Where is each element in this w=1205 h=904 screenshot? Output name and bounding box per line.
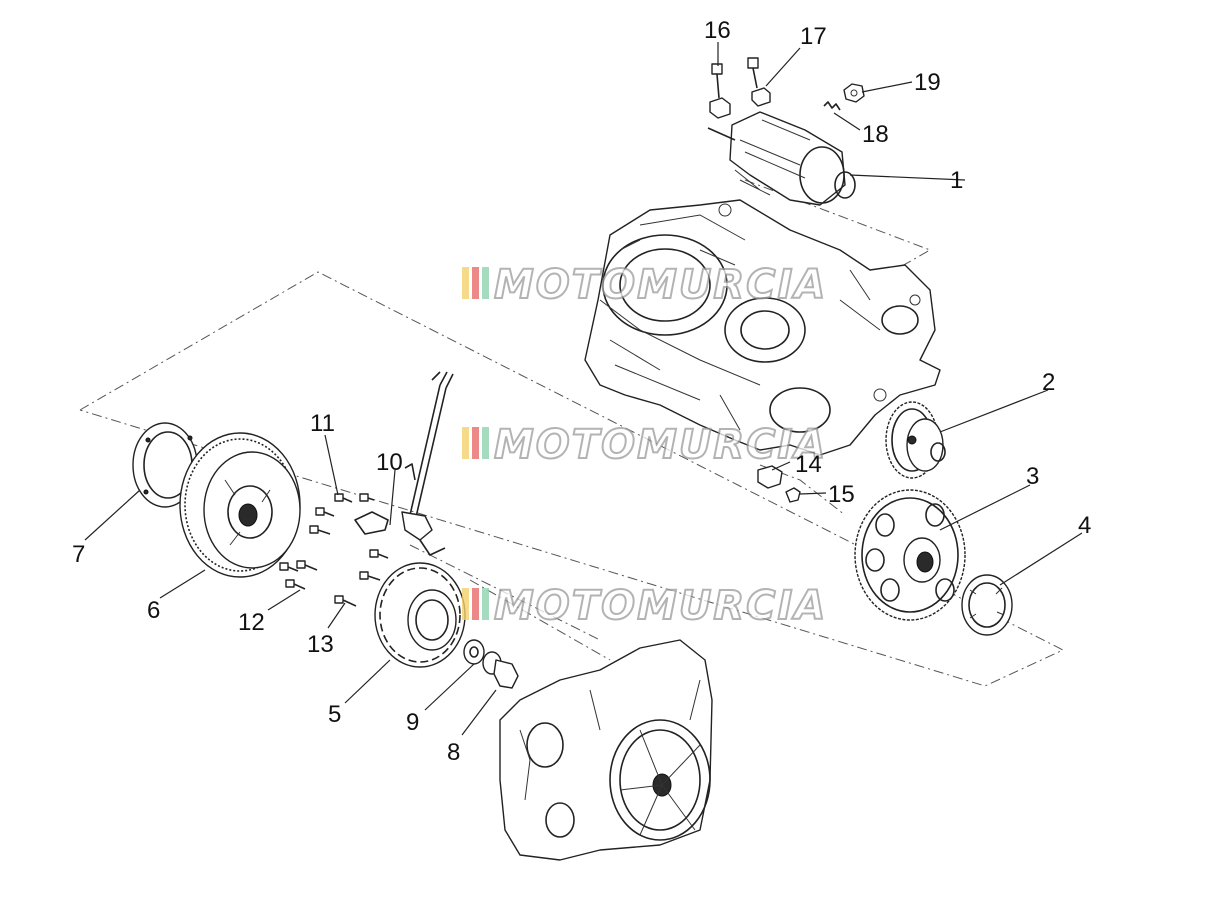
- callout-14: 14: [795, 451, 822, 478]
- watermark-2: MOTOMURCIA: [462, 421, 827, 469]
- callout-9: 9: [406, 709, 419, 736]
- crankcase-icon: [584, 199, 941, 456]
- screw-icon: [747, 57, 771, 107]
- reduction-gear-icon: [885, 401, 946, 479]
- callout-7: 7: [72, 541, 85, 568]
- watermark-stripe-2: [472, 267, 479, 299]
- sensor-icon: [757, 465, 783, 489]
- watermark-stripe-3: [482, 588, 489, 620]
- watermark-text: MOTOMURCIA: [494, 262, 827, 308]
- callout-4: 4: [1078, 512, 1091, 539]
- watermark-1: MOTOMURCIA: [462, 261, 827, 309]
- screw-icon: [369, 549, 389, 559]
- watermark-stripe-2: [472, 588, 479, 620]
- watermark-stripe-2: [472, 427, 479, 459]
- screw-icon: [709, 63, 731, 119]
- screw-group: [279, 493, 389, 607]
- callout-12: 12: [238, 609, 265, 636]
- leader-lines: [84, 42, 1083, 736]
- flange-bolt-icon: [482, 651, 519, 689]
- callout-8: 8: [447, 739, 460, 766]
- callout-2: 2: [1042, 369, 1055, 396]
- stator-icon: [374, 562, 466, 668]
- screw-icon: [285, 579, 306, 590]
- flange-bolt-icon: [785, 487, 801, 503]
- callout-1: 1: [950, 167, 963, 194]
- watermark-stripe-3: [482, 267, 489, 299]
- watermark-stripe-1: [462, 427, 469, 459]
- screw-icon: [334, 595, 357, 607]
- flywheel-rotor-icon: [179, 432, 301, 578]
- screw-icon: [296, 560, 318, 571]
- callout-18: 18: [862, 121, 889, 148]
- callout-15: 15: [828, 481, 855, 508]
- watermark-stripe-3: [482, 427, 489, 459]
- wiring-harness-icon: [354, 371, 454, 556]
- screw-icon: [359, 493, 375, 502]
- callout-11: 11: [310, 410, 335, 437]
- freewheel-icon: [961, 574, 1013, 636]
- callout-17: 17: [800, 23, 827, 50]
- callout-16: 16: [704, 17, 731, 44]
- screw-icon: [279, 562, 299, 572]
- screw-icon: [309, 525, 331, 535]
- watermark-text: MOTOMURCIA: [494, 422, 827, 468]
- watermark-text: MOTOMURCIA: [494, 583, 827, 629]
- callout-19: 19: [914, 69, 941, 96]
- callout-3: 3: [1026, 463, 1039, 490]
- callout-labels: 1 2 3 4 5 6 7 8 9 10 11 12 13 14 15 16 1…: [72, 17, 1091, 766]
- screw-icon: [359, 571, 381, 581]
- watermark-stripe-1: [462, 267, 469, 299]
- callout-13: 13: [307, 631, 334, 658]
- starter-motor-icon: [707, 111, 856, 206]
- screw-icon: [315, 507, 335, 517]
- callout-6: 6: [147, 597, 160, 624]
- callout-10: 10: [376, 449, 403, 476]
- watermark-3: MOTOMURCIA: [462, 582, 827, 630]
- spring-icon: [823, 101, 841, 111]
- generator-cover-icon: [499, 639, 713, 861]
- starter-gear-icon: [854, 489, 966, 621]
- nut-icon: [843, 83, 865, 103]
- callout-5: 5: [328, 701, 341, 728]
- screw-icon: [334, 493, 353, 503]
- watermark-stripe-1: [462, 588, 469, 620]
- washer-icon: [463, 639, 485, 665]
- starter-fasteners: [709, 57, 865, 119]
